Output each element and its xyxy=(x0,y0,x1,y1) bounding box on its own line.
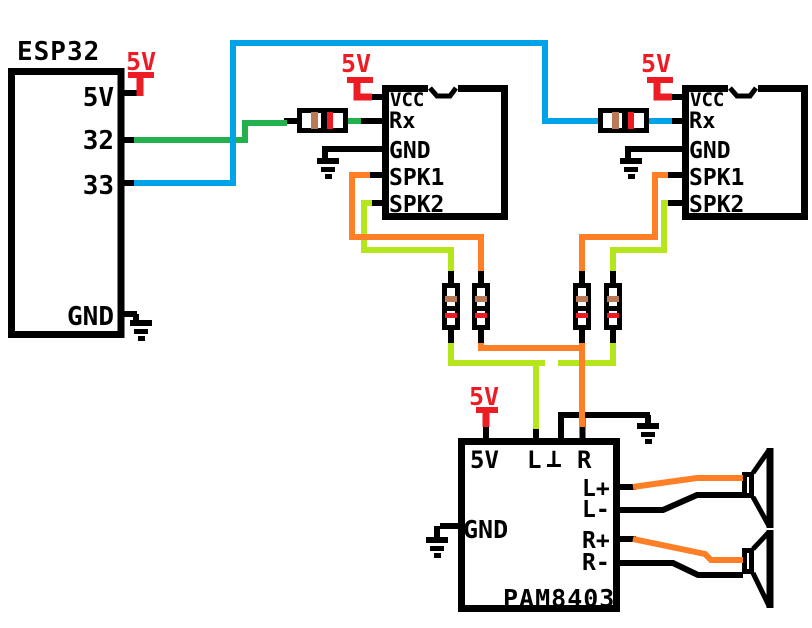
ground-icon-esp32 xyxy=(130,320,152,341)
module-right-pin-gnd-label: GND xyxy=(689,138,731,164)
ground-icon-module-right xyxy=(620,158,642,179)
wire-orange-spk1 xyxy=(349,172,743,563)
ground-icon-amp-top xyxy=(637,423,659,444)
speaker-right-icon xyxy=(742,530,774,608)
power-5v-text-module-left: 5V xyxy=(341,49,372,78)
ground-icon-module-left xyxy=(317,158,339,179)
amp-title: PAM8403 xyxy=(503,584,616,613)
module-left-pin-rx-label: Rx xyxy=(389,109,416,134)
esp32-box xyxy=(8,68,125,338)
module-right-pin-spk1-label: SPK1 xyxy=(689,165,745,191)
module-left-pin-gnd-label: GND xyxy=(389,138,431,164)
amp-pin-5v-label: 5V xyxy=(470,446,499,474)
module-right-notch-icon xyxy=(728,84,758,99)
power-5v-icon-esp32 xyxy=(128,72,154,96)
ground-icon-amp-left xyxy=(426,537,448,558)
resistor-rx-left xyxy=(297,108,348,133)
module-left-pin-spk2-label: SPK2 xyxy=(389,192,445,218)
resistor-mixer-3 xyxy=(573,283,591,330)
amp-pin-r-label: R xyxy=(577,446,592,474)
power-5v-icon-module-left xyxy=(347,77,373,101)
power-5v-text-module-right: 5V xyxy=(641,49,672,78)
resistor-mixer-4 xyxy=(604,283,622,330)
esp32-pin-32-label: 32 xyxy=(82,126,114,156)
amp-pin-r-plus-label: R+ xyxy=(582,528,610,554)
speaker-left-icon xyxy=(742,448,774,528)
amp-pin-gnd-label: GND xyxy=(463,515,509,544)
esp32-title: ESP32 xyxy=(17,37,101,67)
power-5v-text-amp: 5V xyxy=(469,382,500,411)
resistor-mixer-1 xyxy=(442,283,460,330)
module-left-notch-icon xyxy=(428,84,458,99)
resistor-mixer-2 xyxy=(472,283,490,330)
power-5v-text-esp32: 5V xyxy=(126,47,157,76)
wire-lime-spk2 xyxy=(361,200,668,429)
amp-pin-r-minus-label: R- xyxy=(582,550,610,576)
power-5v-icon-module-right xyxy=(647,77,673,101)
esp32-pin-gnd-label: GND xyxy=(67,302,114,332)
esp32-pin-33-label: 33 xyxy=(82,171,114,201)
esp32-pin-5v-label: 5V xyxy=(82,83,114,113)
amp-pin-gnd-top-label: ⊥ xyxy=(546,444,562,474)
module-right-pin-rx-label: Rx xyxy=(689,109,716,134)
amp-pin-l-label: L xyxy=(527,446,542,474)
module-left-pin-vcc-label: VCC xyxy=(390,89,425,111)
amp-pin-l-minus-label: L- xyxy=(582,497,610,523)
power-5v-icon-amp xyxy=(476,407,498,427)
wire-blue-gpio33 xyxy=(134,40,672,186)
module-right-pin-spk2-label: SPK2 xyxy=(689,192,745,218)
resistor-rx-right xyxy=(598,108,649,133)
module-left-pin-spk1-label: SPK1 xyxy=(389,165,445,191)
pam8403-box xyxy=(458,438,620,612)
module-right-pin-vcc-label: VCC xyxy=(690,89,725,111)
amp-pin-l-plus-label: L+ xyxy=(582,476,610,502)
